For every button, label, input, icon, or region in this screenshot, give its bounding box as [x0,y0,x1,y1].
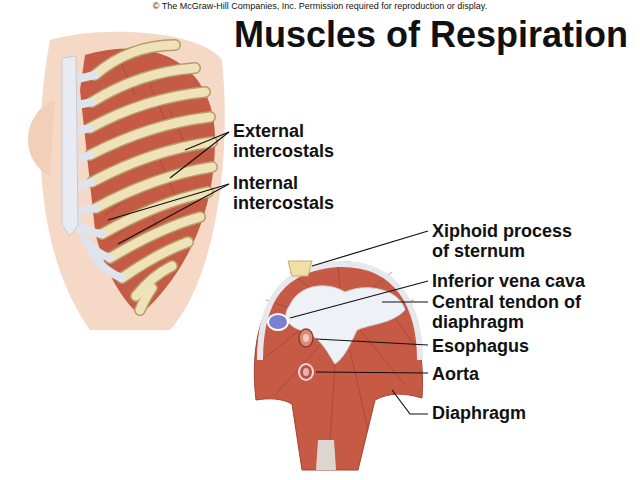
leader-line [170,132,229,178]
muscle-fiber [275,345,320,395]
part-label: Esophagus [432,336,632,356]
label-anchor: Central tendon of diaphragm [432,292,587,332]
muscle-fiber [338,268,340,288]
ribs [73,45,212,310]
part-label: Diaphragm [432,403,632,423]
intercostal-muscle [80,48,215,315]
leader-line [118,184,229,244]
breast-contour [28,100,55,176]
part-label: Central tendon of diaphragm [432,292,587,332]
vertebra [316,440,336,470]
part-label: Inferior vena cava [432,271,632,291]
esophagus-lumen [303,334,309,342]
aorta-opening [299,364,313,380]
label-anchor: © The McGraw-Hill Companies, Inc. Permis… [0,1,640,12]
label-anchor: Muscles of Respiration [234,14,638,56]
leader-line [382,301,428,302]
rib-bone [110,217,200,258]
sternum [62,56,78,236]
label-anchor: External intercostals [233,121,363,161]
leader-line [316,372,428,373]
part-label: Xiphoid process of sternum [432,221,587,261]
cartilage [86,240,122,278]
part-label: External intercostals [233,121,363,161]
figure-title: Muscles of Respiration [234,14,638,56]
diaphragm-figure [254,261,422,470]
rib-bone [140,288,152,310]
label-anchor: Xiphoid process of sternum [432,221,587,261]
label-anchor: Internal intercostals [233,173,363,213]
copyright-note: © The McGraw-Hill Companies, Inc. Permis… [0,1,640,12]
part-label: Internal intercostals [233,173,363,213]
torso-skin [40,32,224,330]
central-tendon [286,286,405,364]
vena-cava-opening [268,314,288,330]
leader-line [392,390,428,414]
leader-line [316,339,428,345]
aorta-lumen [303,368,309,376]
leader-line [290,281,428,318]
label-anchor: Aorta [432,364,632,384]
rib-cage-figure [28,32,225,330]
rib-bone [92,142,212,182]
muscle-fiber [350,350,368,430]
muscle-fiber [360,330,405,385]
muscle-fiber [330,364,335,440]
xiphoid-process [288,261,312,276]
label-anchor: Inferior vena cava [432,271,632,291]
diaphragm-muscle [254,262,422,470]
leader-line [312,231,428,266]
leader-line [185,132,229,150]
diaphragm-fibers [262,268,418,440]
costal-cartilage [73,75,122,278]
part-label: Aorta [432,364,632,384]
label-anchor: Esophagus [432,336,632,356]
leader-lines [108,132,428,414]
rib-bone [96,167,212,208]
esophagus-opening [299,329,313,347]
leader-line [108,184,229,220]
rib-bone [102,192,208,234]
muscle-fiber [262,330,300,360]
label-anchor: Diaphragm [432,403,632,423]
